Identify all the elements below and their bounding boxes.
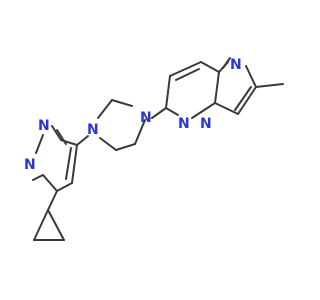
bond (47, 209, 65, 241)
bond (237, 86, 257, 115)
atom-n-bridge: N (200, 116, 212, 132)
molecule-structure-diagram: N N N N N N N (24, 57, 284, 241)
bond (255, 83, 284, 88)
bond (42, 174, 58, 192)
atom-n-pyridazine: N (178, 116, 190, 132)
bond (151, 107, 167, 119)
bond (65, 147, 72, 180)
atom-n-imidazole: N (230, 57, 242, 73)
bond (60, 139, 78, 146)
bond (214, 71, 220, 104)
bond (214, 102, 239, 115)
bond (97, 99, 113, 119)
imidazopyridazine-ring (165, 57, 284, 119)
bond (169, 61, 202, 77)
atom-n-pyrimidine-bottom: N (24, 157, 36, 173)
molecule-svg: N N N N N N N (24, 57, 284, 241)
bond (191, 102, 216, 119)
bond (115, 143, 136, 151)
bond (71, 144, 78, 184)
bond (165, 75, 171, 109)
bond (165, 107, 179, 116)
bond (47, 190, 58, 211)
bond (222, 57, 231, 69)
atom-n-pyrimidine-top: N (38, 118, 50, 134)
bond (51, 125, 62, 141)
bond (33, 209, 49, 241)
bond (200, 61, 220, 73)
bond (134, 119, 146, 145)
bond (32, 174, 44, 181)
bond (245, 65, 257, 88)
bond (234, 86, 252, 111)
pyrimidine-ring (32, 125, 78, 192)
atom-n-piperazine-right: N (140, 110, 152, 126)
piperazine-ring (97, 99, 146, 151)
bond (111, 99, 133, 107)
bond (175, 68, 200, 81)
bond (99, 137, 117, 151)
bond (56, 182, 73, 192)
atom-n-piperazine-left: N (87, 122, 99, 138)
cyclopropyl-group (33, 190, 65, 241)
bond (76, 135, 89, 146)
bond (35, 134, 44, 154)
